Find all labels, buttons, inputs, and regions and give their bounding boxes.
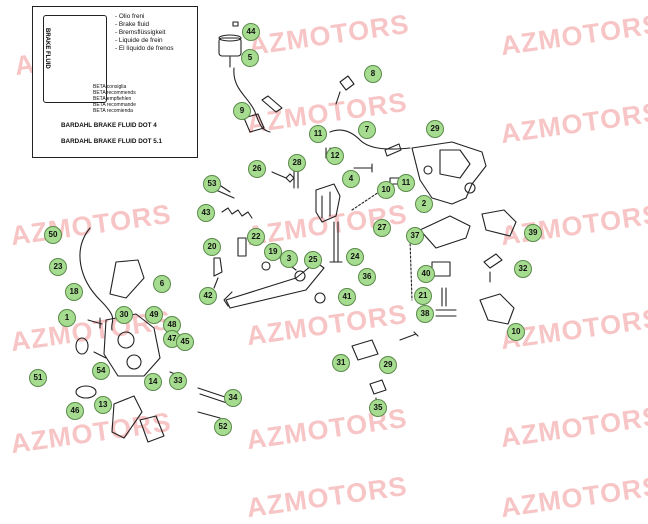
part-callout-36: 36 <box>358 268 376 286</box>
part-callout-34: 34 <box>224 389 242 407</box>
part-callout-44: 44 <box>242 23 260 41</box>
part-callout-29: 29 <box>426 120 444 138</box>
part-callout-32: 32 <box>514 260 532 278</box>
part-callout-11: 11 <box>397 174 415 192</box>
part-callout-14: 14 <box>144 373 162 391</box>
beta-line-de: BETA empfiehlen <box>93 96 132 102</box>
part-callout-52: 52 <box>214 418 232 436</box>
part-callout-24: 24 <box>346 248 364 266</box>
part-callout-42: 42 <box>199 287 217 305</box>
part-callout-35: 35 <box>369 399 387 417</box>
part-callout-21: 21 <box>414 287 432 305</box>
part-callout-46: 46 <box>66 402 84 420</box>
reservoir-hose <box>233 67 271 133</box>
beta-line-es: BETA recomienda <box>93 108 133 114</box>
fluid-line-fr: - Liquide de frein <box>115 37 163 44</box>
part-callout-10: 10 <box>377 181 395 199</box>
part-callout-8: 8 <box>364 65 382 83</box>
part-callout-4: 4 <box>342 170 360 188</box>
part-callout-33: 33 <box>169 372 187 390</box>
part-callout-13: 13 <box>94 396 112 414</box>
part-callout-28: 28 <box>288 154 306 172</box>
part-callout-10: 10 <box>507 323 525 341</box>
fluid-line-de: - Bremsflüssigkeit <box>115 29 166 36</box>
rear-brake-pedal <box>223 257 325 309</box>
part-callout-23: 23 <box>49 258 67 276</box>
part-callout-45: 45 <box>176 333 194 351</box>
brake-fluid-box: BRAKE FLUID - Olio freni - Brake fluid -… <box>32 6 198 158</box>
part-callout-1: 1 <box>58 309 76 327</box>
fluid-can-icon: BRAKE FLUID <box>43 15 107 103</box>
part-callout-22: 22 <box>247 228 265 246</box>
part-callout-7: 7 <box>358 121 376 139</box>
rear-caliper <box>411 141 487 205</box>
part-callout-54: 54 <box>92 362 110 380</box>
part-callout-51: 51 <box>29 369 47 387</box>
part-callout-29: 29 <box>379 356 397 374</box>
part-callout-41: 41 <box>338 288 356 306</box>
part-callout-39: 39 <box>524 224 542 242</box>
part-callout-38: 38 <box>416 305 434 323</box>
rear-brake-hose <box>329 129 411 150</box>
part-callout-27: 27 <box>373 219 391 237</box>
part-callout-31: 31 <box>332 354 350 372</box>
fluid-line-it: - Olio freni <box>115 13 145 20</box>
part-callout-3: 3 <box>280 250 298 268</box>
part-callout-37: 37 <box>406 227 424 245</box>
part-callout-30: 30 <box>115 306 133 324</box>
part-callout-9: 9 <box>233 102 251 120</box>
part-callout-43: 43 <box>197 204 215 222</box>
beta-line-en: BETA recommends <box>93 90 136 96</box>
part-callout-5: 5 <box>241 49 259 67</box>
beta-line-it: BETA consiglia <box>93 84 127 90</box>
part-callout-12: 12 <box>326 147 344 165</box>
fluid-line-es: - El líquido de frenos <box>115 45 174 52</box>
product-dot51: BARDAHL BRAKE FLUID DOT 5.1 <box>61 138 162 145</box>
part-callout-2: 2 <box>415 195 433 213</box>
part-callout-11: 11 <box>309 125 327 143</box>
rear-reservoir <box>218 21 242 68</box>
part-callout-49: 49 <box>145 306 163 324</box>
front-brake-hose <box>79 227 114 331</box>
part-callout-50: 50 <box>44 226 62 244</box>
part-callout-53: 53 <box>203 175 221 193</box>
beta-line-fr: BETA recommande <box>93 102 136 108</box>
part-callout-26: 26 <box>248 160 266 178</box>
return-spring <box>221 207 253 219</box>
part-callout-18: 18 <box>65 283 83 301</box>
product-dot4: BARDAHL BRAKE FLUID DOT 4 <box>61 122 157 129</box>
part-callout-20: 20 <box>203 238 221 256</box>
part-callout-40: 40 <box>417 265 435 283</box>
fluid-line-en: - Brake fluid <box>115 21 150 28</box>
rear-master-cylinder <box>315 183 341 223</box>
part-callout-6: 6 <box>153 275 171 293</box>
part-callout-25: 25 <box>304 251 322 269</box>
